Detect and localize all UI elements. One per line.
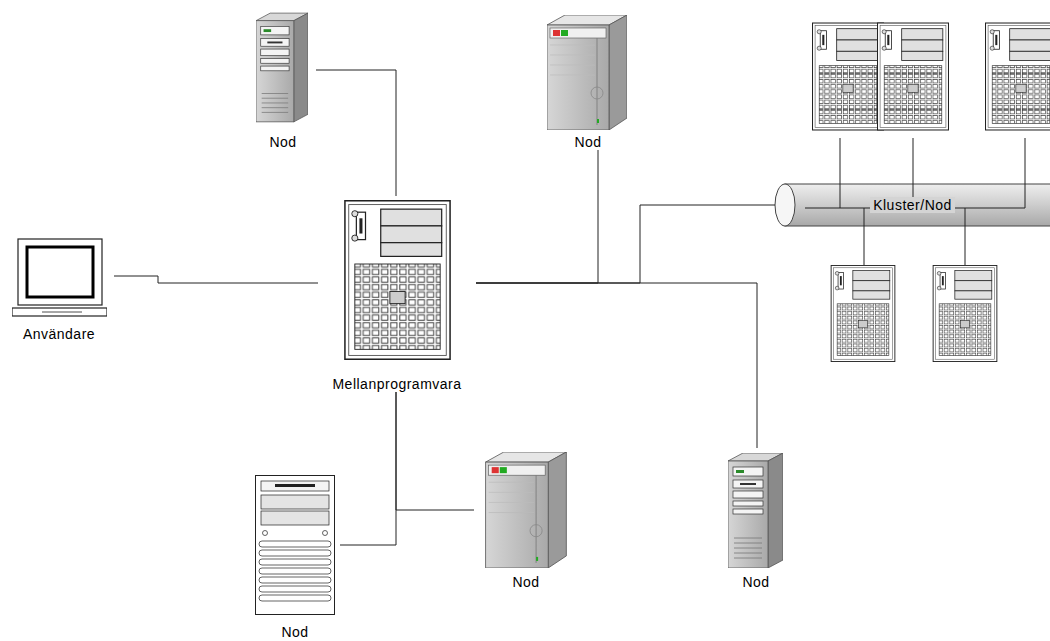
node-label: Nod — [281, 624, 308, 640]
server-node: Nod — [540, 10, 636, 150]
node-label-row: Mellanprogramvara — [318, 376, 476, 392]
node-label-row: Nod — [474, 574, 578, 590]
network-link — [396, 392, 474, 510]
server-node: Nod — [250, 470, 340, 640]
network-link — [340, 392, 396, 545]
node-label-row: Nod — [250, 134, 316, 150]
node-label: Mellanprogramvara — [332, 376, 461, 392]
node-label-row: Nod — [540, 134, 636, 150]
cluster-bus: Kluster/Nod — [775, 183, 1050, 227]
server-node: Nod — [474, 448, 578, 590]
node-label: Nod — [574, 134, 601, 150]
node-label-row: Kluster/Nod — [775, 197, 1050, 213]
node-label-row: Nod — [720, 574, 792, 590]
network-link — [476, 283, 757, 448]
node-label: Användare — [23, 326, 95, 342]
node-label: Nod — [269, 134, 296, 150]
network-link — [316, 70, 396, 196]
network-link — [476, 205, 775, 283]
server-node: Nod — [720, 448, 792, 590]
network-link — [476, 150, 598, 283]
node-label: Kluster/Nod — [870, 197, 955, 213]
node-label: Nod — [512, 574, 539, 590]
node-label: Nod — [742, 574, 769, 590]
user-terminal: Användare — [4, 234, 114, 342]
server-node: Nod — [250, 8, 316, 150]
node-label-row: Nod — [250, 624, 340, 640]
network-link — [114, 276, 318, 283]
middleware-server: Mellanprogramvara — [318, 196, 476, 392]
node-label-row: Användare — [4, 326, 114, 342]
